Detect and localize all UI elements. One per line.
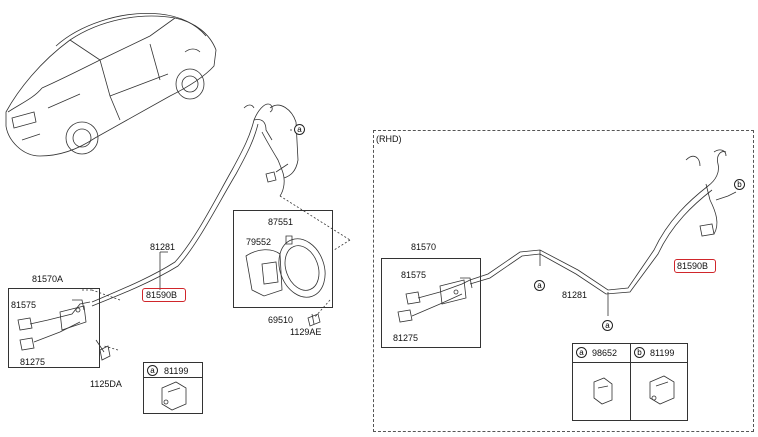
legend-marker-a-left: a bbox=[147, 365, 158, 376]
part-label-81575: 81575 bbox=[11, 300, 37, 310]
part-label-1129ae: 1129AE bbox=[290, 327, 322, 337]
left-legend-icon bbox=[161, 381, 187, 411]
legend-part-81199-left: 81199 bbox=[164, 366, 189, 376]
part-label-69510: 69510 bbox=[268, 315, 294, 325]
ref-marker-a-rhd-1: a bbox=[534, 280, 545, 291]
part-label-81570a: 81570A bbox=[32, 274, 64, 284]
part-label-79552: 79552 bbox=[246, 237, 272, 247]
part-label-81281: 81281 bbox=[150, 242, 176, 252]
part-label-81281-rhd: 81281 bbox=[562, 290, 588, 300]
car-illustration bbox=[5, 12, 217, 157]
left-legend-box bbox=[143, 362, 203, 414]
fuel-door-assembly bbox=[245, 235, 326, 327]
part-label-81590b: 81590B bbox=[146, 290, 178, 300]
legend-marker-a-rhd: a bbox=[576, 347, 587, 358]
part-label-81570: 81570 bbox=[411, 242, 437, 252]
legend-part-81199-rhd: 81199 bbox=[650, 348, 675, 358]
left-handle-box bbox=[8, 288, 100, 368]
left-handle-assembly bbox=[17, 299, 111, 361]
right-handle-assembly bbox=[397, 277, 473, 323]
left-legend-divider bbox=[143, 377, 203, 378]
right-cable bbox=[469, 149, 737, 316]
highlight-81590b-left bbox=[142, 288, 186, 302]
legend-part-98652: 98652 bbox=[592, 348, 618, 358]
part-label-81275-rhd: 81275 bbox=[393, 333, 419, 343]
right-legend-icon-b bbox=[649, 375, 675, 405]
ref-marker-b-rhd: b bbox=[734, 179, 745, 190]
highlight-81590b-right bbox=[674, 259, 716, 273]
part-label-81575-rhd: 81575 bbox=[401, 270, 427, 280]
legend-marker-b-rhd: b bbox=[634, 347, 645, 358]
right-legend-icon-a bbox=[593, 377, 613, 405]
part-label-81590b-rhd: 81590B bbox=[677, 261, 709, 271]
rhd-label: (RHD) bbox=[376, 134, 402, 144]
part-label-1125da: 1125DA bbox=[90, 379, 122, 389]
part-label-81275: 81275 bbox=[20, 357, 46, 367]
rhd-region bbox=[373, 130, 754, 432]
fuel-door-box bbox=[233, 210, 333, 308]
part-label-87551: 87551 bbox=[268, 217, 294, 227]
right-handle-box bbox=[381, 258, 481, 348]
right-legend-split bbox=[630, 343, 631, 421]
left-cable bbox=[91, 103, 299, 307]
ref-marker-a-rhd-2: a bbox=[602, 320, 613, 331]
ref-marker-a-left: a bbox=[294, 124, 305, 135]
